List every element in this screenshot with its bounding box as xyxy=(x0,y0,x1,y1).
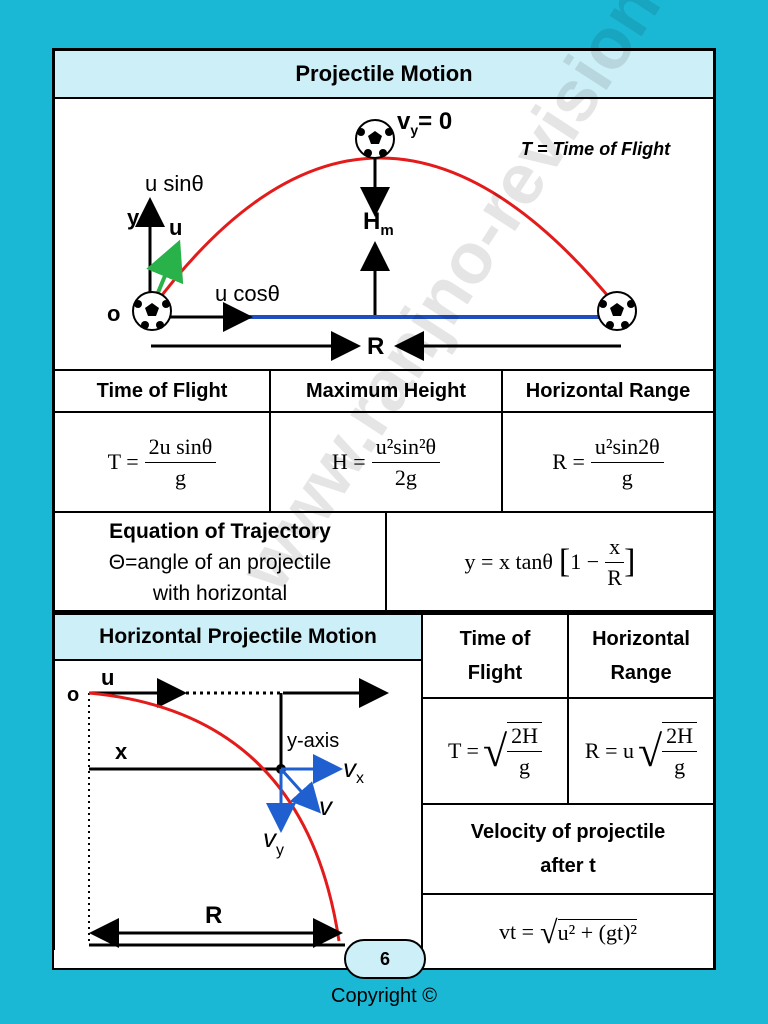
h-yaxis-label: y-axis xyxy=(287,730,339,752)
range-label: R xyxy=(367,333,384,360)
h-origin-label: o xyxy=(67,684,79,706)
h-x-label: x xyxy=(115,739,128,764)
velocity-formula: vt = √u² + (gt)² xyxy=(422,894,714,970)
sheet: Projectile Motion xyxy=(52,0,768,970)
h-u-label: u xyxy=(101,665,114,690)
vy-label: vy= 0 xyxy=(397,108,452,138)
trajectory-description: Equation of Trajectory Θ=angle of an pro… xyxy=(54,512,386,612)
ball-top-icon xyxy=(355,119,395,159)
header-maximum-height: Maximum Height xyxy=(270,370,502,412)
origin-label: o xyxy=(107,301,120,326)
horizontal-trajectory xyxy=(88,691,341,942)
h-vy-label: vy xyxy=(263,823,284,859)
copyright-footer: Copyright © xyxy=(331,985,437,1007)
h-v-label: v xyxy=(319,791,334,821)
h-r-label: R xyxy=(205,902,222,929)
page-number-badge: 6 xyxy=(344,939,426,979)
horizontal-projectile-diagram: u o y-axis x vx v vy R xyxy=(54,660,422,950)
trajectory-heading: Equation of Trajectory xyxy=(109,519,331,543)
page-title: Projectile Motion xyxy=(54,50,714,98)
h-vx-label: vx xyxy=(343,753,364,787)
horizontal-projectile-heading: Horizontal Projectile Motion xyxy=(54,614,422,660)
ball-end-icon xyxy=(597,291,637,331)
projectile-diagram-svg: vy= 0 T = Time of Flight u sinθ y u Hm o… xyxy=(107,108,671,361)
v-vector xyxy=(279,767,322,814)
y-axis-label: y xyxy=(127,205,140,230)
hm-label: Hm xyxy=(363,208,394,239)
ucos-label: u cosθ xyxy=(215,281,280,306)
projectile-diagram: vy= 0 T = Time of Flight u sinθ y u Hm o… xyxy=(54,98,714,370)
usin-label: u sinθ xyxy=(145,171,204,196)
trajectory-line3: with horizontal xyxy=(152,581,288,605)
trajectory-line2: Θ=angle of an projectile xyxy=(108,550,332,574)
time-note: T = Time of Flight xyxy=(521,139,671,159)
section-divider xyxy=(54,610,714,614)
header-time-of-flight: Time of Flight xyxy=(54,370,270,412)
u-arrow xyxy=(146,239,184,296)
header-horizontal-range: Horizontal Range xyxy=(502,370,714,412)
horizontal-diagram-svg: u o y-axis x vx v vy R xyxy=(67,665,389,948)
u-label: u xyxy=(169,215,182,240)
ball-start-icon xyxy=(132,291,172,331)
